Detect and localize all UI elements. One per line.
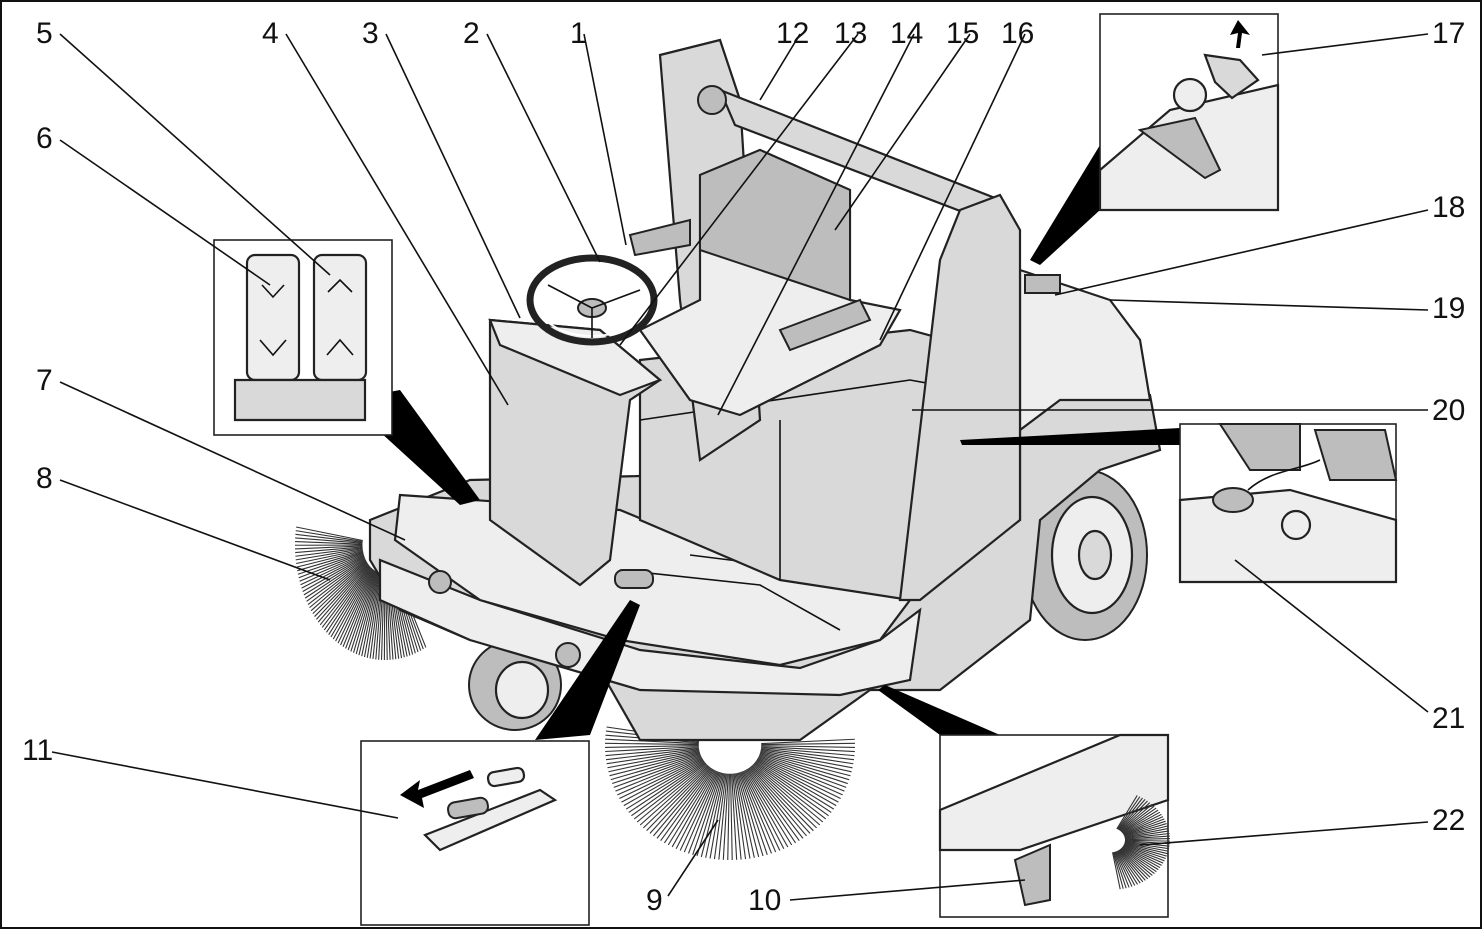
seat-backrest: [699, 148, 851, 302]
leader-line-3: [385, 33, 521, 319]
callout-7: 7: [36, 364, 53, 397]
pedal-detail: [213, 239, 393, 436]
leader-lines: [51, 33, 1429, 901]
callout-16: 16: [1001, 17, 1034, 50]
tank-filler-detail: [1178, 423, 1398, 584]
pointer-tank-filler: [960, 428, 1180, 445]
leader-line-2: [486, 33, 601, 263]
callout-1: 1: [570, 17, 587, 50]
callout-3: 3: [362, 17, 379, 50]
leader-line-19: [1109, 299, 1429, 311]
brake-plate: [423, 788, 558, 852]
callout-9: 9: [646, 884, 663, 917]
leader-line-18: [1054, 209, 1429, 296]
front-wheel: [468, 639, 562, 731]
drive-pedal: [312, 253, 368, 382]
armrest-right: [778, 298, 872, 352]
dashboard: [488, 318, 663, 397]
leader-line-14: [717, 33, 915, 416]
callout-19: 19: [1432, 292, 1465, 325]
leader-line-10: [789, 879, 1026, 901]
side-brush-front: [605, 726, 855, 860]
hood-latch-detail: [1098, 13, 1280, 212]
callout-6: 6: [36, 122, 53, 155]
callout-22: 22: [1432, 804, 1465, 837]
leader-line-9: [667, 819, 719, 897]
leader-line-8: [59, 479, 331, 581]
callout-8: 8: [36, 462, 53, 495]
callout-2: 2: [463, 17, 480, 50]
leader-line-11: [51, 751, 399, 819]
leader-line-16: [879, 33, 1026, 341]
leader-line-6: [59, 139, 271, 286]
pull-arrow: [400, 770, 474, 808]
leader-line-15: [834, 33, 971, 231]
tank-opening: [1212, 487, 1254, 513]
headlight-right: [555, 642, 581, 668]
armrest-left: [628, 218, 691, 257]
side-brush-detail: [938, 733, 1170, 918]
pointer-side-brush: [878, 685, 1000, 735]
pointer-hood-latch: [1030, 145, 1100, 265]
brake-handle: [447, 796, 489, 820]
callout-labels: 1 2 3 4 5 6 7 8 9 10 11 12 13 14 15 16 1…: [22, 17, 1465, 917]
callout-21: 21: [1432, 702, 1465, 735]
leader-line-7: [59, 381, 406, 541]
callout-11: 11: [22, 734, 53, 767]
roll-bar-pivot: [697, 85, 727, 115]
callout-4: 4: [262, 17, 279, 50]
up-arrow: [1230, 20, 1250, 48]
fuel-cap: [1203, 53, 1260, 100]
parking-brake-lever: [614, 569, 654, 589]
cover-latch: [1024, 274, 1061, 294]
callout-14: 14: [890, 17, 923, 50]
parking-brake-detail: [360, 740, 590, 926]
leader-line-5: [59, 33, 331, 276]
pedal-base: [233, 378, 367, 422]
callout-13: 13: [834, 17, 867, 50]
inset-brush: [1112, 795, 1170, 890]
roll-bar-rear: [898, 193, 1022, 602]
callout-18: 18: [1432, 191, 1465, 224]
headlight-left: [428, 570, 452, 594]
rear-wheel: [1022, 469, 1148, 641]
leader-line-13: [619, 33, 859, 346]
callout-17: 17: [1432, 17, 1465, 50]
latch-handle: [1137, 116, 1222, 180]
leader-line-22: [1139, 821, 1429, 846]
leader-line-4: [285, 33, 509, 406]
leader-line-12: [759, 33, 801, 101]
leader-line-1: [583, 33, 627, 246]
sweeper-machine: [294, 38, 1162, 860]
callout-15: 15: [946, 17, 979, 50]
callout-5: 5: [36, 17, 53, 50]
steering-wheel: [526, 254, 658, 346]
callout-10: 10: [748, 884, 781, 917]
callout-20: 20: [1432, 394, 1465, 427]
callout-12: 12: [776, 17, 809, 50]
leader-line-17: [1261, 33, 1429, 56]
leader-line-21: [1234, 559, 1429, 713]
glove-hand: [1313, 429, 1398, 481]
pointer-parking-brake: [535, 600, 640, 740]
